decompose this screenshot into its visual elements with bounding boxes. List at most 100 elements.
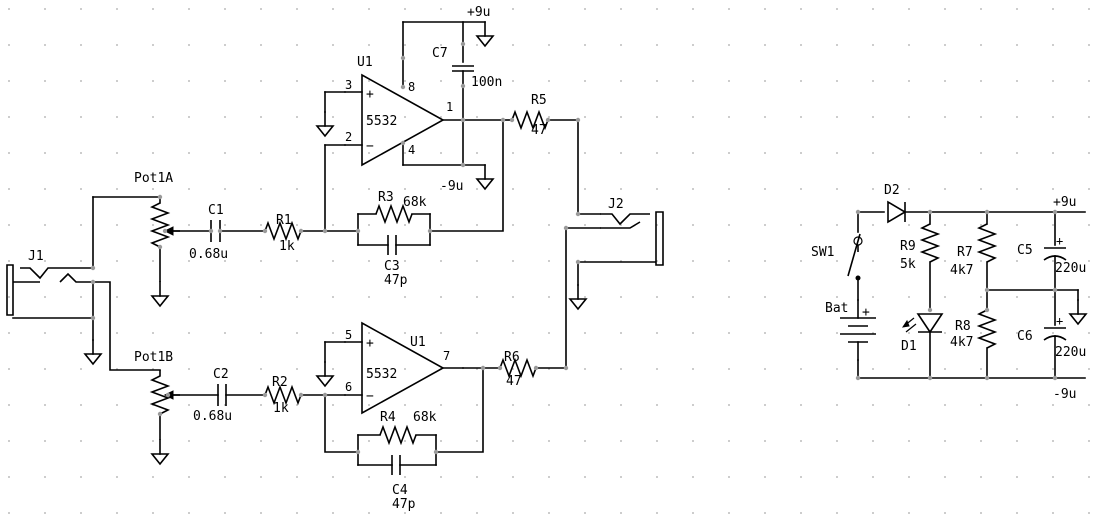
junction-dot: [497, 365, 503, 371]
diode-d2: [887, 200, 907, 224]
junction-dot: [355, 449, 361, 455]
grid-dot: [872, 44, 874, 46]
grid-dot: [1016, 44, 1018, 46]
grid-dot: [80, 260, 82, 262]
grid-dot: [188, 8, 190, 10]
grid-dot: [260, 80, 262, 82]
grid-dot: [224, 296, 226, 298]
grid-dot: [548, 152, 550, 154]
grid-dot: [332, 512, 334, 514]
junction-dot: [162, 228, 168, 234]
grid-dot: [80, 476, 82, 478]
grid-dot: [368, 296, 370, 298]
grid-dot: [404, 260, 406, 262]
r6-ref-label: R6: [504, 350, 520, 365]
grid-dot: [332, 296, 334, 298]
grid-dot: [296, 440, 298, 442]
grid-dot: [188, 512, 190, 514]
grid-dot: [620, 404, 622, 406]
grid-dot: [1016, 152, 1018, 154]
junction-dot: [480, 365, 486, 371]
junction-dot: [460, 117, 466, 123]
grid-dot: [980, 44, 982, 46]
grid-dot: [692, 116, 694, 118]
grid-dot: [908, 116, 910, 118]
grid-dot: [152, 512, 154, 514]
c6-value-label: 220u: [1055, 345, 1086, 360]
c1-value-label: 0.68u: [189, 247, 228, 262]
grid-dot: [728, 8, 730, 10]
r3-value-label: 68k: [403, 195, 427, 210]
grid-dot: [836, 368, 838, 370]
grid-dot: [836, 116, 838, 118]
grid-dot: [476, 512, 478, 514]
grid-dot: [80, 152, 82, 154]
grid-dot: [368, 224, 370, 226]
grid-dot: [260, 44, 262, 46]
grid-dot: [512, 404, 514, 406]
grid-dot: [800, 152, 802, 154]
grid-dot: [296, 116, 298, 118]
grid-dot: [1016, 80, 1018, 82]
grid-dot: [440, 476, 442, 478]
grid-dot: [80, 224, 82, 226]
capacitor-c3: [387, 235, 397, 255]
grid-dot: [908, 512, 910, 514]
grid-dot: [764, 80, 766, 82]
grid-dot: [80, 368, 82, 370]
grid-dot: [224, 80, 226, 82]
resistor-r2: [264, 384, 302, 406]
grid-dot: [368, 476, 370, 478]
junction-dot: [927, 307, 933, 313]
grid-dot: [800, 8, 802, 10]
resistor-r9: [919, 223, 941, 263]
grid-dot: [80, 440, 82, 442]
u1a-pin2: 2: [345, 130, 352, 144]
grid-dot: [368, 188, 370, 190]
grid-dot: [548, 512, 550, 514]
grid-dot: [728, 116, 730, 118]
resistor-r3: [375, 203, 413, 225]
grid-dot: [512, 44, 514, 46]
grid-dot: [296, 188, 298, 190]
grid-dot: [188, 80, 190, 82]
ground-psu-symbol: [1068, 299, 1088, 326]
grid-dot: [332, 188, 334, 190]
grid-dot: [440, 440, 442, 442]
grid-dot: [188, 476, 190, 478]
grid-dot: [1088, 188, 1090, 190]
grid-dot: [440, 80, 442, 82]
grid-dot: [368, 80, 370, 82]
grid-dot: [944, 512, 946, 514]
grid-dot: [296, 296, 298, 298]
grid-dot: [908, 332, 910, 334]
sw1-label: SW1: [811, 245, 834, 260]
grid-dot: [656, 152, 658, 154]
junction-dot: [262, 392, 268, 398]
jack-j1: [6, 264, 94, 341]
grid-dot: [908, 296, 910, 298]
grid-dot: [1088, 368, 1090, 370]
junction-dot: [90, 265, 96, 271]
grid-dot: [80, 296, 82, 298]
grid-dot: [368, 44, 370, 46]
grid-dot: [440, 152, 442, 154]
grid-dot: [584, 8, 586, 10]
grid-dot: [188, 224, 190, 226]
r5-value-label: 47: [531, 123, 547, 138]
grid-dot: [1088, 332, 1090, 334]
resistor-r7: [976, 223, 998, 263]
grid-dot: [116, 440, 118, 442]
c4-value-label: 47p: [392, 497, 416, 512]
grid-dot: [656, 8, 658, 10]
grid-dot: [44, 152, 46, 154]
grid-dot: [260, 188, 262, 190]
resistor-r5: [511, 109, 549, 131]
grid-dot: [836, 152, 838, 154]
junction-dot: [575, 211, 581, 217]
grid-dot: [764, 440, 766, 442]
grid-dot: [116, 332, 118, 334]
grid-dot: [944, 404, 946, 406]
grid-dot: [8, 440, 10, 442]
grid-dot: [764, 368, 766, 370]
